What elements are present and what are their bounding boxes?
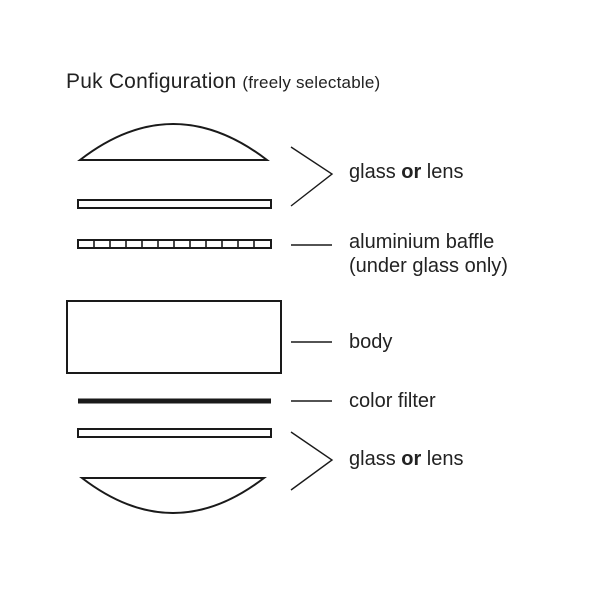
label-text-lens: lens — [421, 448, 464, 470]
label-text-glass: glass — [349, 448, 402, 470]
bottom-glass-plate — [77, 428, 272, 438]
title-main: Puk Configuration — [66, 70, 237, 93]
label-body: body — [349, 331, 393, 353]
label-baffle-line1: aluminium baffle — [349, 231, 495, 253]
label-bottom-glass-or-lens: glass or lens — [349, 447, 464, 471]
title-note: (freely selectable) — [242, 73, 381, 92]
label-top-glass-or-lens: glass or lens — [349, 160, 464, 184]
top-glass-plate — [77, 199, 272, 209]
label-text-lens: lens — [421, 161, 464, 183]
diagram-title: Puk Configuration (freely selectable) — [66, 70, 380, 94]
bottom-lens — [79, 477, 267, 514]
leader-bottom-glass — [290, 431, 334, 491]
label-baffle-note: (under glass only) — [349, 255, 508, 277]
label-text-or: or — [401, 161, 422, 183]
label-text-glass: glass — [349, 161, 402, 183]
leader-top-glass — [290, 146, 334, 207]
puk-body — [66, 300, 282, 374]
label-aluminium-baffle: aluminium baffle (under glass only) — [349, 230, 508, 278]
top-lens — [77, 123, 270, 161]
label-text-or: or — [401, 448, 422, 470]
aluminium-baffle — [77, 239, 272, 249]
label-color-filter: color filter — [349, 390, 436, 412]
